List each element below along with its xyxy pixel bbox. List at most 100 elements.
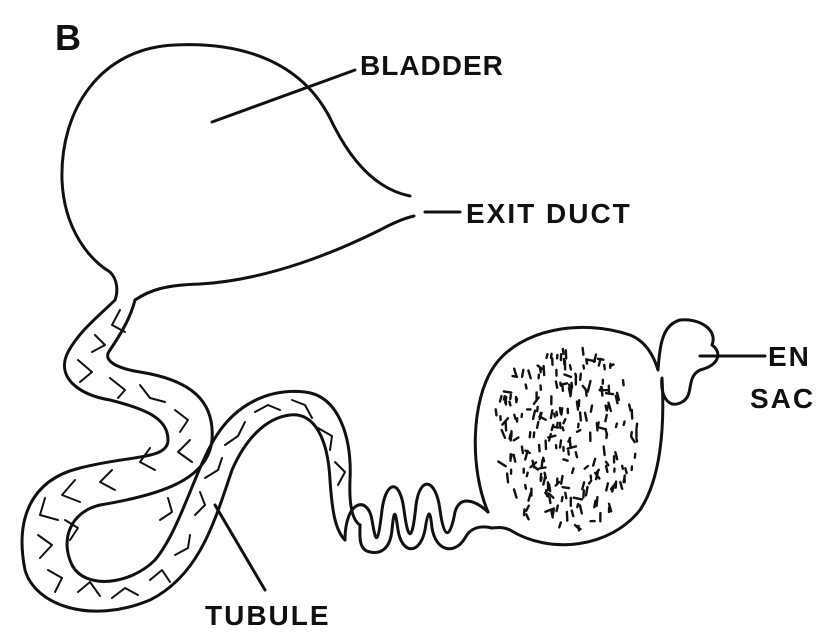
granule-dash [588, 388, 589, 392]
granule-dash [631, 432, 632, 436]
granule-dash [533, 411, 535, 419]
granule-dash [537, 407, 538, 411]
granule-dash [507, 474, 508, 483]
granule-dash [574, 498, 582, 500]
granule-dash [550, 498, 551, 503]
granule-dash [498, 462, 506, 467]
granule-dash [604, 365, 605, 369]
granule-dash [563, 487, 569, 488]
granule-dash [593, 459, 595, 466]
granule-dash [583, 348, 584, 355]
granule-dash [565, 375, 571, 377]
granule-dash [557, 506, 558, 512]
granule-dash [528, 371, 530, 379]
granule-dash [547, 354, 548, 358]
granule-dash [534, 432, 535, 437]
granule-dash [522, 370, 523, 377]
granule-dash [529, 493, 531, 501]
granule-dash [569, 388, 570, 394]
end-sac-label-line2: SAC [750, 383, 815, 414]
exit-duct-label: EXIT DUCT [466, 198, 632, 229]
granule-dash [559, 523, 561, 528]
granule-dash [496, 409, 497, 415]
exit-duct-callout: EXIT DUCT [425, 198, 632, 229]
end-sac [475, 320, 718, 545]
granule-dash [597, 497, 598, 506]
granule-dash [625, 468, 626, 473]
granule-dash [563, 459, 567, 460]
granule-dash [572, 468, 573, 473]
granule-dash [544, 366, 545, 375]
end-sac-label-line1: EN [768, 341, 811, 372]
granule-dash [629, 405, 630, 411]
granule-dash [616, 424, 617, 427]
granule-dash [516, 399, 517, 402]
granule-dash [606, 406, 607, 411]
granule-dash [510, 395, 511, 399]
granule-dash [586, 390, 587, 396]
granule-dash [542, 460, 543, 467]
granule-dash [514, 489, 517, 497]
granule-dash [585, 466, 588, 469]
granule-dash [514, 438, 519, 441]
bladder-outline [62, 45, 414, 300]
granule-dash [568, 438, 570, 442]
wavy-duct [345, 484, 492, 552]
granule-dash [561, 476, 562, 484]
granule-dash [557, 412, 558, 416]
granule-dash [637, 424, 638, 428]
granule-dash [541, 478, 542, 481]
tubule-crack-pattern [38, 310, 345, 598]
granule-dash [525, 485, 526, 489]
granule-dash [568, 451, 569, 455]
granule-dash [526, 385, 527, 389]
granule-dash [526, 506, 529, 511]
granule-dash [522, 447, 523, 454]
granule-dash [563, 427, 564, 430]
granule-dash [606, 466, 607, 472]
bladder-callout: BLADDER [212, 50, 504, 122]
granule-dash [545, 473, 546, 478]
granule-dash [597, 470, 599, 473]
granule-dash [615, 452, 617, 459]
end-sac-granules [496, 348, 637, 530]
granule-dash [624, 476, 625, 483]
granule-dash [510, 402, 511, 406]
granule-dash [591, 406, 592, 412]
granule-dash [527, 473, 528, 477]
granule-dash [570, 365, 571, 369]
granule-dash [577, 504, 578, 507]
granule-dash [562, 497, 563, 501]
granule-dash [606, 393, 613, 394]
granule-dash [564, 359, 565, 365]
granule-dash [620, 482, 622, 489]
granule-dash [556, 382, 557, 388]
granule-dash [583, 386, 586, 389]
granule-dash [565, 493, 566, 498]
panel-letter: B [55, 17, 81, 58]
granule-dash [549, 434, 551, 441]
granule-dash [577, 402, 578, 410]
granule-dash [623, 380, 624, 385]
granule-dash [580, 505, 582, 513]
granule-dash [502, 430, 505, 438]
granule-dash [510, 434, 511, 439]
granule-dash [594, 501, 595, 508]
granule-dash [604, 447, 605, 456]
granule-dash [530, 432, 531, 437]
granule-dash [577, 430, 580, 432]
bladder-leader-line [212, 70, 355, 122]
granule-dash [636, 438, 637, 441]
granule-dash [514, 415, 515, 419]
granule-dash [609, 403, 611, 411]
tubule-label: TUBULE [205, 600, 331, 631]
wavy-duct-upper [345, 484, 488, 540]
granule-dash [605, 415, 606, 421]
granule-dash [631, 437, 635, 443]
granule-dash [504, 391, 512, 392]
granule-dash [585, 413, 587, 421]
granule-dash [606, 483, 608, 490]
granule-dash [635, 454, 636, 458]
granule-dash [537, 422, 538, 428]
